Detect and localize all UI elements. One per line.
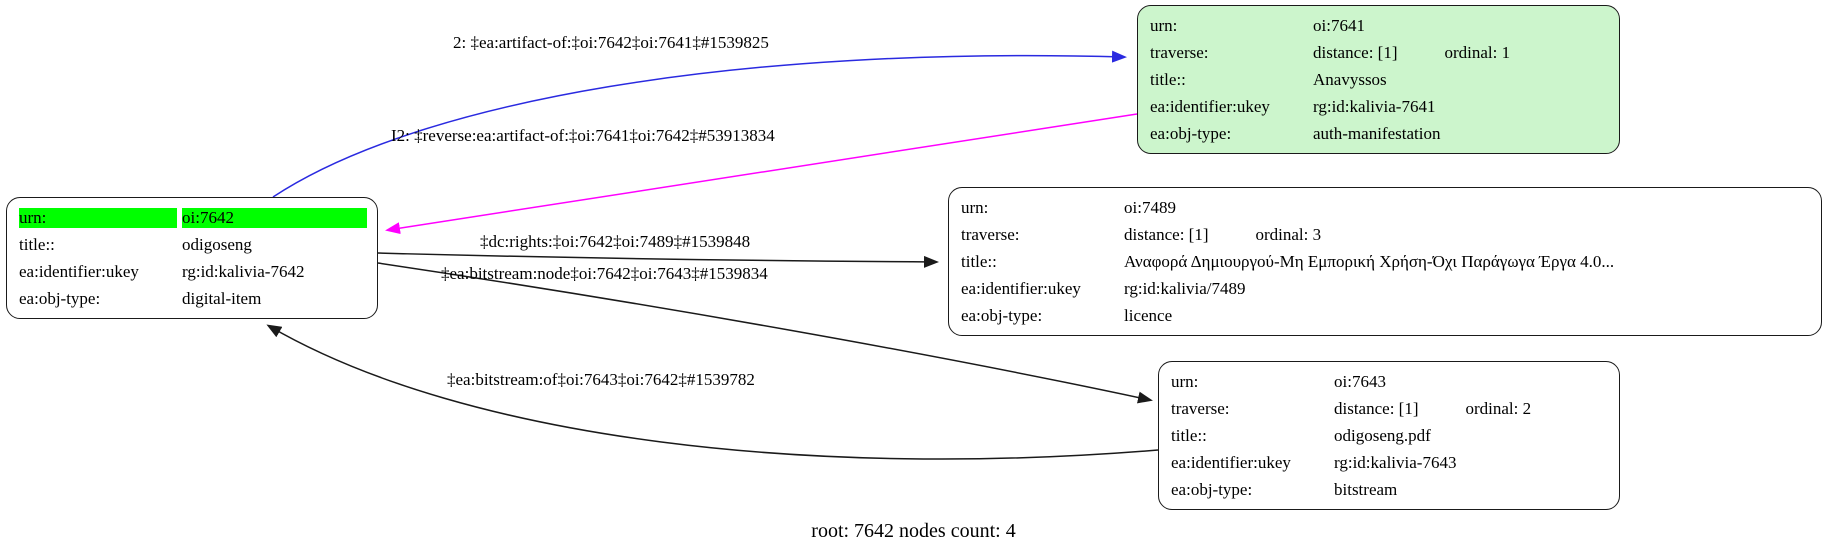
field-label: urn: (1171, 371, 1199, 391)
field-value: digital-item (182, 288, 262, 308)
field-row: traverse: distance: [1] ordinal: 3 (961, 221, 1811, 248)
field-label: ea:obj-type: (1150, 123, 1232, 143)
field-label: traverse: (1171, 398, 1230, 418)
edge-label-dc-rights: ‡dc:rights:‡oi:7642‡oi:7489‡#1539848 (480, 232, 751, 251)
field-label: ea:identifier:ukey (1150, 96, 1270, 116)
field-label: ea:identifier:ukey (961, 278, 1081, 298)
field-label: title:: (19, 234, 55, 254)
field-value: rg:id:kalivia-7641 (1313, 96, 1436, 116)
node-oi7642[interactable]: urn: oi:7642 title:: odigoseng ea:identi… (6, 197, 378, 319)
field-extra: ordinal: 3 (1255, 224, 1322, 244)
field-row: urn: oi:7641 (1150, 12, 1609, 39)
field-row: ea:obj-type: digital-item (19, 285, 367, 312)
field-row: traverse: distance: [1] ordinal: 2 (1171, 395, 1609, 422)
field-label: ea:obj-type: (19, 288, 101, 308)
field-extra: ordinal: 1 (1444, 42, 1511, 62)
node-oi7489[interactable]: urn: oi:7489 traverse: distance: [1] ord… (948, 187, 1822, 336)
field-value: oi:7642 (182, 207, 367, 228)
edge-label-ea-bitstream-of: ‡ea:bitstream:of‡oi:7643‡oi:7642‡#153978… (447, 370, 755, 389)
field-row: ea:obj-type: bitstream (1171, 476, 1609, 503)
field-row: title:: odigoseng (19, 231, 367, 258)
field-value: licence (1124, 305, 1173, 325)
edge-label-ea-bitstream-node: ‡ea:bitstream:node‡oi:7642‡oi:7643‡#1539… (441, 264, 768, 283)
field-label: urn: (1150, 15, 1178, 35)
field-value: auth-manifestation (1313, 123, 1441, 143)
field-row: urn: oi:7642 (19, 204, 367, 231)
field-label: title:: (961, 251, 997, 271)
edge-label-ea-artifact-of: 2: ‡ea:artifact-of:‡oi:7642‡oi:7641‡#153… (453, 33, 769, 52)
field-value: odigoseng.pdf (1334, 425, 1431, 445)
node-oi7641[interactable]: urn: oi:7641 traverse: distance: [1] ord… (1137, 5, 1620, 154)
field-row: ea:identifier:ukey rg:id:kalivia-7642 (19, 258, 367, 285)
field-row: title:: Αναφορά Δημιουργού-Μη Εμπορική Χ… (961, 248, 1811, 275)
field-row: ea:identifier:ukey rg:id:kalivia-7641 (1150, 93, 1609, 120)
field-row: urn: oi:7643 (1171, 368, 1609, 395)
field-label: traverse: (1150, 42, 1209, 62)
field-label: traverse: (961, 224, 1020, 244)
field-row: urn: oi:7489 (961, 194, 1811, 221)
field-row: title:: odigoseng.pdf (1171, 422, 1609, 449)
field-row: ea:identifier:ukey rg:id:kalivia-7643 (1171, 449, 1609, 476)
field-value: rg:id:kalivia-7643 (1334, 452, 1457, 472)
edge-ea-bitstream-of (266, 324, 1159, 460)
field-value: distance: [1] (1124, 224, 1209, 244)
field-value: oi:7641 (1313, 15, 1365, 35)
field-extra: ordinal: 2 (1465, 398, 1532, 418)
field-row: ea:obj-type: licence (961, 302, 1811, 329)
node-oi7643[interactable]: urn: oi:7643 traverse: distance: [1] ord… (1158, 361, 1620, 510)
field-row: traverse: distance: [1] ordinal: 1 (1150, 39, 1609, 66)
graph-caption: root: 7642 nodes count: 4 (811, 520, 1016, 542)
field-label: ea:identifier:ukey (1171, 452, 1291, 472)
field-label: title:: (1171, 425, 1207, 445)
field-value: distance: [1] (1334, 398, 1419, 418)
field-row: title:: Anavyssos (1150, 66, 1609, 93)
field-label: ea:obj-type: (961, 305, 1043, 325)
field-value: odigoseng (182, 234, 252, 254)
field-label: urn: (19, 207, 177, 228)
field-value: distance: [1] (1313, 42, 1398, 62)
field-label: urn: (961, 197, 989, 217)
field-label: ea:obj-type: (1171, 479, 1253, 499)
field-value: rg:id:kalivia/7489 (1124, 278, 1246, 298)
field-label: ea:identifier:ukey (19, 261, 139, 281)
field-value: bitstream (1334, 479, 1398, 499)
field-row: ea:obj-type: auth-manifestation (1150, 120, 1609, 147)
field-value: Anavyssos (1313, 69, 1387, 89)
field-value: rg:id:kalivia-7642 (182, 261, 305, 281)
field-row: ea:identifier:ukey rg:id:kalivia/7489 (961, 275, 1811, 302)
field-value: oi:7489 (1124, 197, 1176, 217)
field-value: Αναφορά Δημιουργού-Μη Εμπορική Χρήση-Όχι… (1124, 251, 1615, 271)
edge-dc-rights (377, 252, 939, 268)
field-label: title:: (1150, 69, 1186, 89)
field-value: oi:7643 (1334, 371, 1386, 391)
edge-label-reverse-ea-artifact-of: I2: ‡reverse:ea:artifact-of:‡oi:7641‡oi:… (391, 126, 775, 145)
